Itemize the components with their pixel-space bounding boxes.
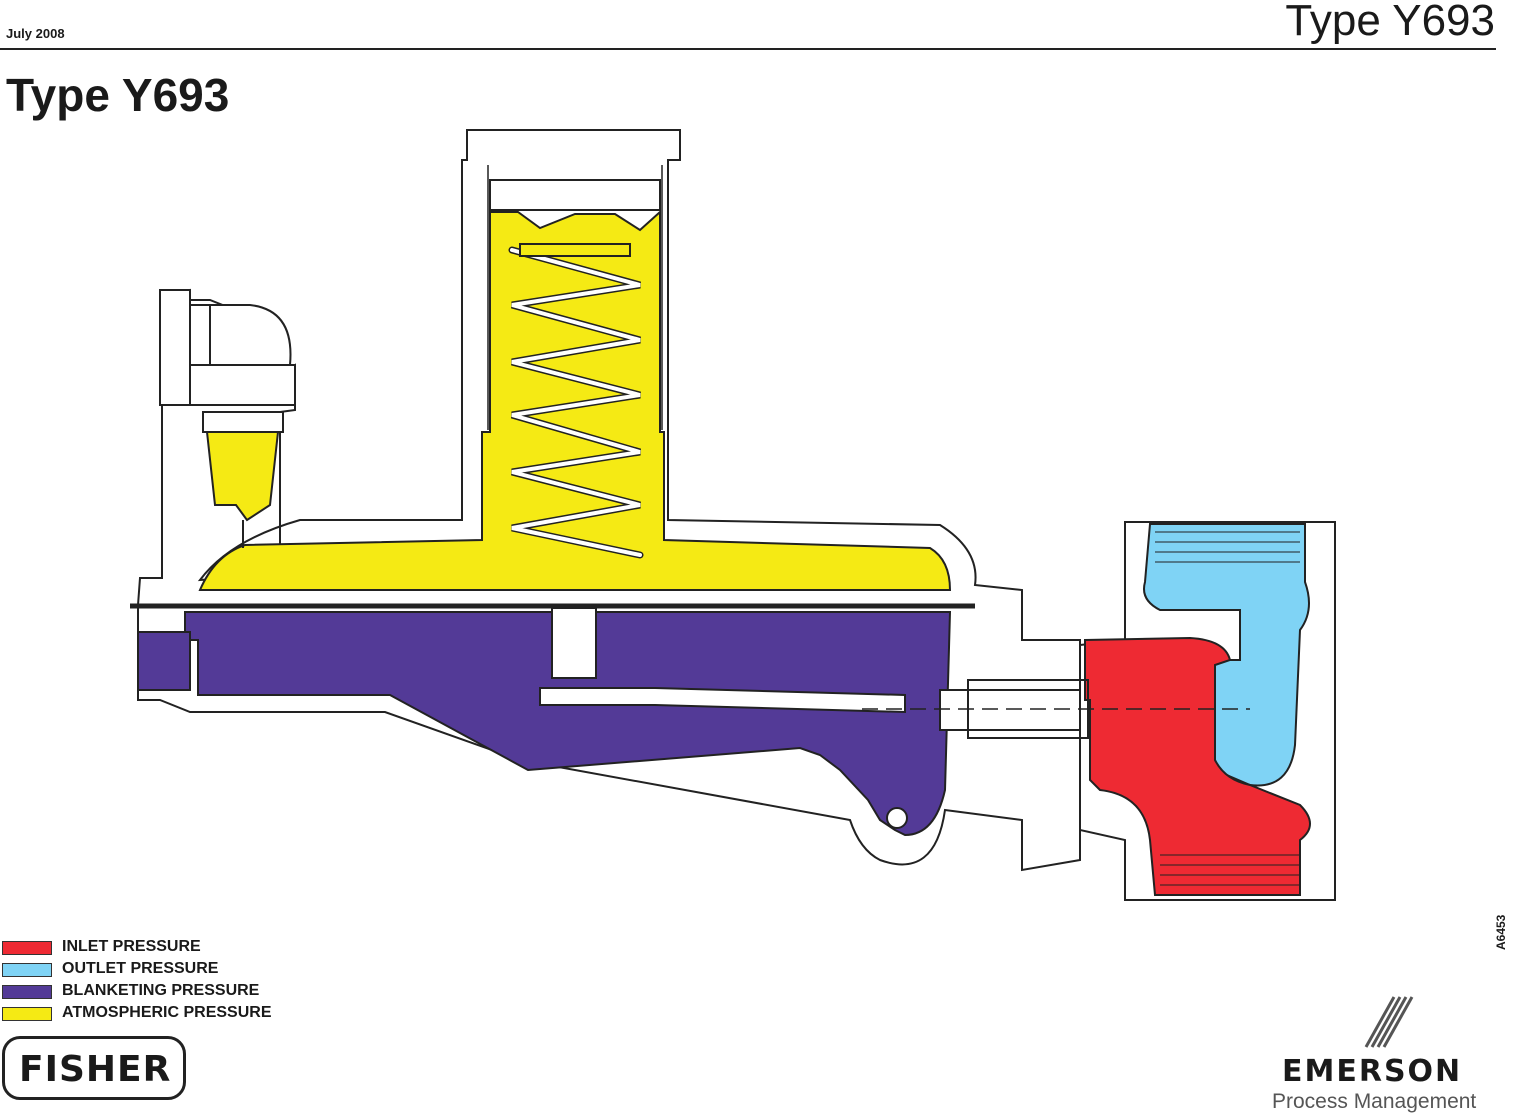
header-divider	[0, 48, 1496, 50]
fisher-logo: FISHER	[2, 1036, 186, 1100]
document-date: July 2008	[6, 26, 65, 41]
outlet-threads	[1155, 531, 1300, 563]
bonnet-threads	[487, 165, 663, 430]
outlet-swatch	[2, 963, 52, 977]
outlet-pressure-zone	[1143, 523, 1310, 787]
emerson-wordmark: EMERSON	[1282, 1054, 1463, 1089]
inlet-swatch	[2, 941, 52, 955]
inlet-pressure-zone	[1084, 636, 1311, 896]
emerson-mark-icon	[1364, 996, 1414, 1048]
fisher-wordmark: FISHER	[19, 1049, 172, 1090]
drain-ball	[886, 807, 908, 829]
legend-label: INLET PRESSURE	[62, 938, 201, 955]
legend-label: BLANKETING PRESSURE	[62, 982, 260, 999]
page-title: Type Y693	[6, 69, 230, 121]
vent-fitting	[159, 289, 296, 548]
inlet-threads	[1160, 854, 1300, 886]
spring-seat	[519, 243, 631, 257]
atmospheric-pressure-zone	[198, 209, 952, 591]
outlet-connection	[137, 631, 191, 691]
emerson-logo: EMERSON Process Management	[1272, 992, 1502, 1114]
blanketing-pressure-zone	[184, 611, 952, 837]
legend-label: OUTLET PRESSURE	[62, 960, 219, 977]
orifice-body	[939, 689, 1081, 731]
lever	[539, 687, 906, 714]
atmospheric-swatch	[2, 1007, 52, 1021]
stem-bolt	[551, 607, 597, 679]
legend-label: ATMOSPHERIC PRESSURE	[62, 1004, 272, 1021]
emerson-tagline: Process Management	[1272, 1090, 1477, 1113]
blanketing-swatch	[2, 985, 52, 999]
figure-code: A6453	[1494, 914, 1508, 950]
header-title: Type Y693	[1285, 0, 1495, 45]
closing-cap	[489, 179, 661, 211]
main-spring-highlight	[510, 248, 642, 557]
